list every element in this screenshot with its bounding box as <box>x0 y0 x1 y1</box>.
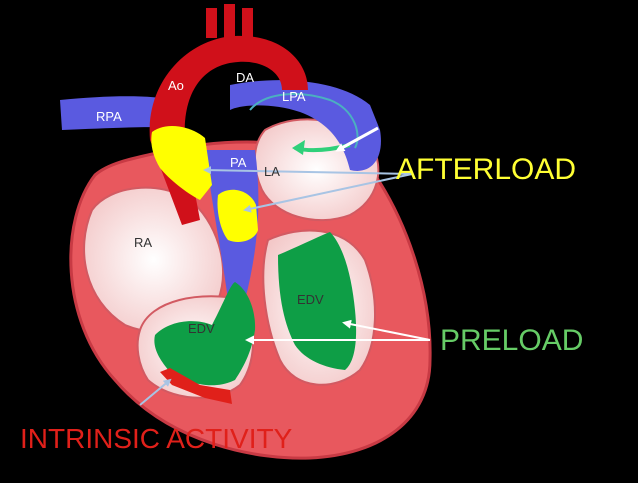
label-ra: RA <box>134 235 152 250</box>
preload-caption: PRELOAD <box>440 324 584 357</box>
label-da: DA <box>236 70 254 85</box>
aortic-valve-yellow <box>151 126 212 200</box>
right-pulmonary-artery <box>60 96 175 130</box>
intrinsic-activity-band <box>160 368 232 404</box>
label-rpa: RPA <box>96 109 122 124</box>
label-la: LA <box>264 164 280 179</box>
label-edv-right: EDV <box>297 292 324 307</box>
intrinsic-activity-caption: INTRINSIC ACTIVITY <box>20 423 293 454</box>
ductus-arteriosus <box>249 93 359 149</box>
intrinsic-arrow <box>139 378 172 406</box>
label-ao: Ao <box>168 78 184 93</box>
afterload-arrow-2 <box>243 173 413 213</box>
label-edv-left: EDV <box>188 321 215 336</box>
aortic-branches <box>206 4 253 40</box>
label-lpa: LPA <box>282 89 306 104</box>
afterload-arrow-1 <box>203 166 413 175</box>
afterload-caption: AFTERLOAD <box>396 153 577 186</box>
preload-arrow-2 <box>342 319 431 341</box>
label-pa: PA <box>230 155 247 170</box>
pulmonary-valve-yellow <box>217 189 258 242</box>
edv-region-right-ventricle <box>154 282 256 386</box>
white-arrow-lpa <box>335 126 379 152</box>
edv-region-left-ventricle <box>278 232 357 370</box>
